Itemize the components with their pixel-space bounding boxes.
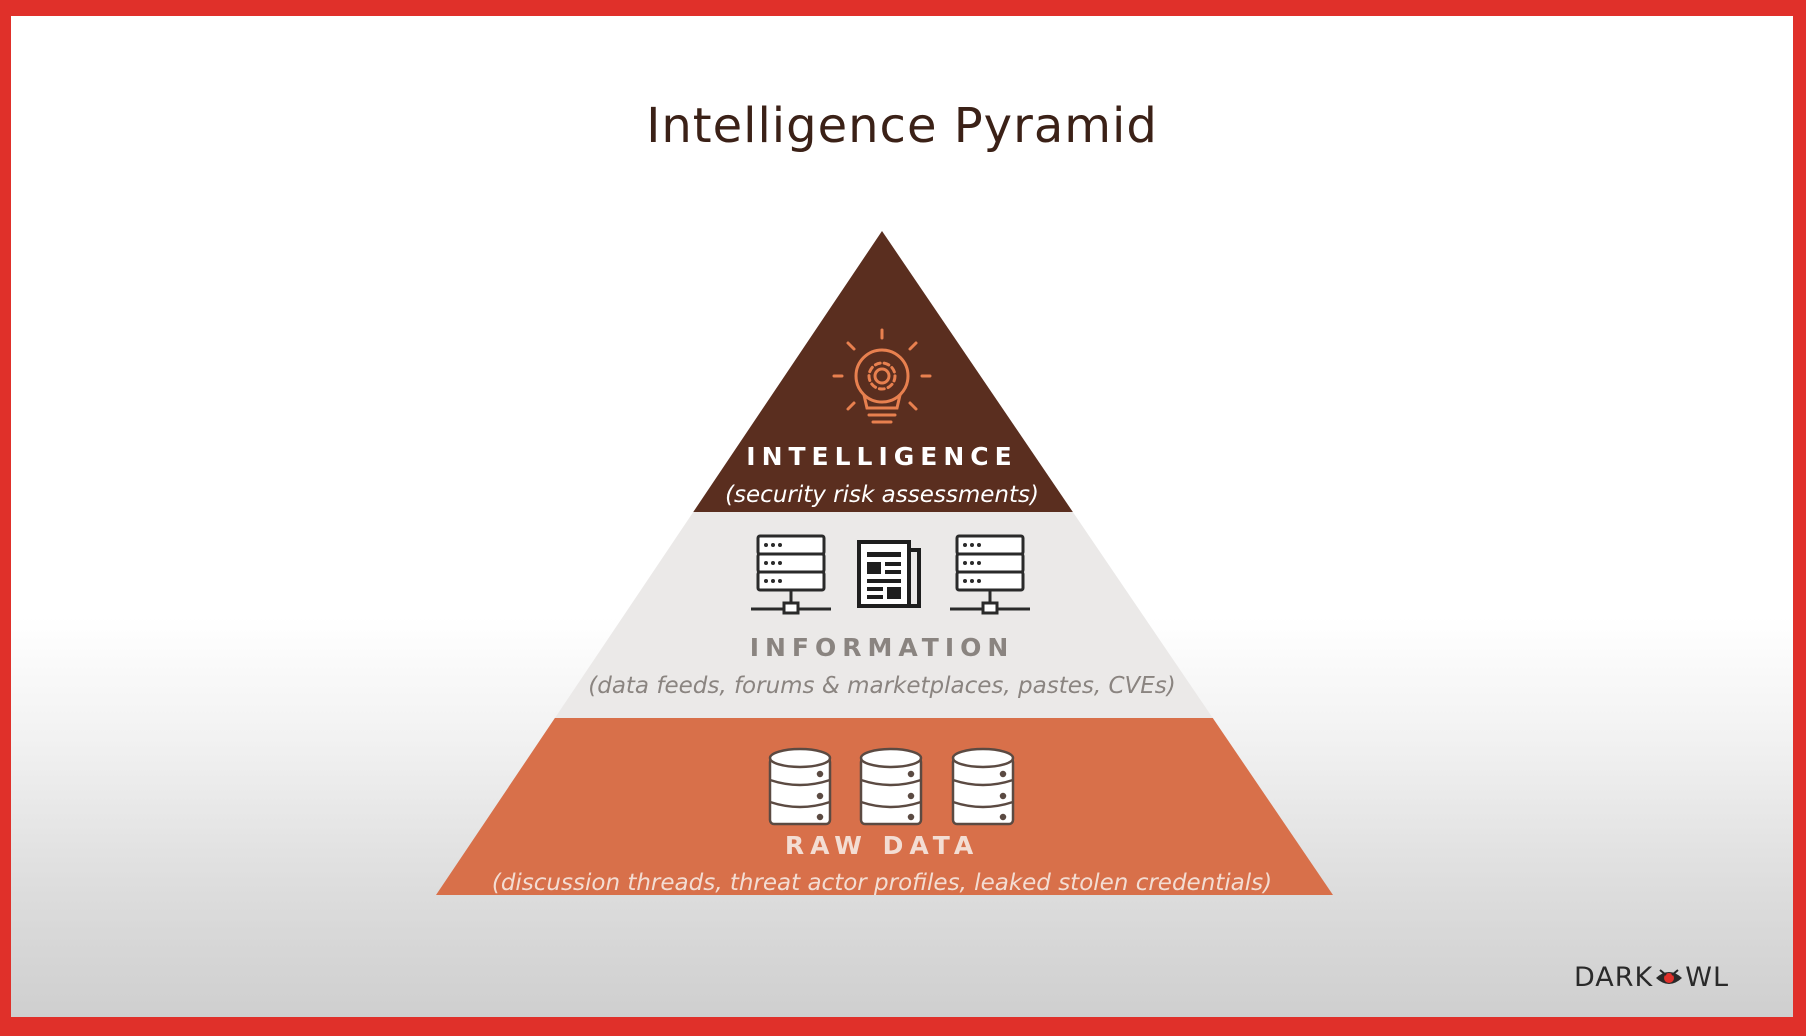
darkowl-logo: DARK WL	[1574, 962, 1729, 993]
database-icon	[951, 747, 1015, 826]
slide-title: Intelligence Pyramid	[646, 98, 1158, 154]
tier-sub-intelligence: (security risk assessments)	[725, 482, 1039, 508]
database-icon	[768, 747, 832, 826]
tier-label-information: INFORMATION	[750, 633, 1015, 662]
tier-label-intelligence: INTELLIGENCE	[746, 442, 1017, 471]
tier-sub-raw-data: (discussion threads, threat actor profil…	[492, 870, 1272, 896]
server-network-icon	[950, 534, 1030, 615]
logo-text-right: WL	[1685, 962, 1729, 993]
server-network-icon	[751, 534, 831, 615]
tier-sub-information: (data feeds, forums & marketplaces, past…	[588, 673, 1176, 699]
intelligence-pyramid: INTELLIGENCE (security risk assessments)	[436, 231, 1333, 896]
owl-eye-icon	[1656, 968, 1683, 984]
lightbulb-gear-icon	[832, 328, 932, 424]
newspaper-icon	[857, 540, 921, 608]
slide: Intelligence Pyramid	[11, 16, 1793, 1017]
logo-text-left: DARK	[1573, 962, 1654, 993]
database-icon	[859, 747, 923, 826]
tier-label-raw-data: RAW DATA	[785, 831, 979, 860]
